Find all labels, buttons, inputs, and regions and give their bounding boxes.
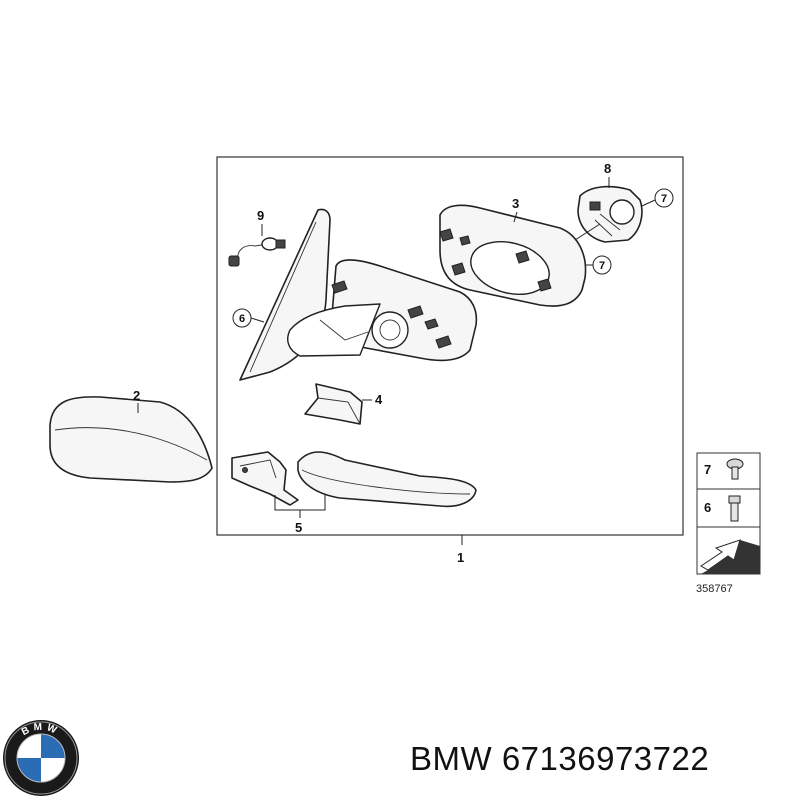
adjustment-motor-part	[577, 185, 643, 243]
part-caption: BMW 67136973722	[410, 740, 709, 778]
callout-6: 6	[239, 313, 245, 325]
mirror-housing-part	[287, 259, 478, 362]
mirror-cap-part	[49, 396, 213, 483]
callout-7a-circle	[654, 188, 674, 208]
bracket-part	[304, 383, 363, 425]
callout-7b: 7	[599, 260, 605, 272]
callout-2: 2	[133, 388, 140, 403]
callout-7a: 7	[661, 193, 667, 205]
callout-9: 9	[257, 208, 264, 223]
callout-3: 3	[512, 196, 519, 211]
screw-icon	[726, 458, 744, 480]
bmw-logo: BMW	[3, 720, 79, 796]
bolt-icon	[728, 495, 741, 522]
legend-item-bottom: 6	[704, 500, 711, 515]
legend-item-top: 7	[704, 462, 711, 477]
callout-8: 8	[604, 161, 611, 176]
callout-1: 1	[457, 550, 464, 565]
caption-brand: BMW	[410, 740, 493, 777]
callout-4: 4	[375, 392, 383, 407]
fastener-legend: 7 6	[696, 452, 761, 575]
back-plate-part	[439, 204, 587, 307]
wiring-part	[228, 237, 286, 267]
reference-number: 358767	[696, 583, 733, 595]
arrow-icon	[700, 539, 760, 574]
mounting-bracket-part	[231, 451, 299, 506]
callout-5: 5	[295, 520, 302, 535]
turn-signal-part	[297, 451, 477, 508]
caption-part-number: 67136973722	[501, 740, 710, 777]
assembly-frame	[216, 156, 684, 536]
